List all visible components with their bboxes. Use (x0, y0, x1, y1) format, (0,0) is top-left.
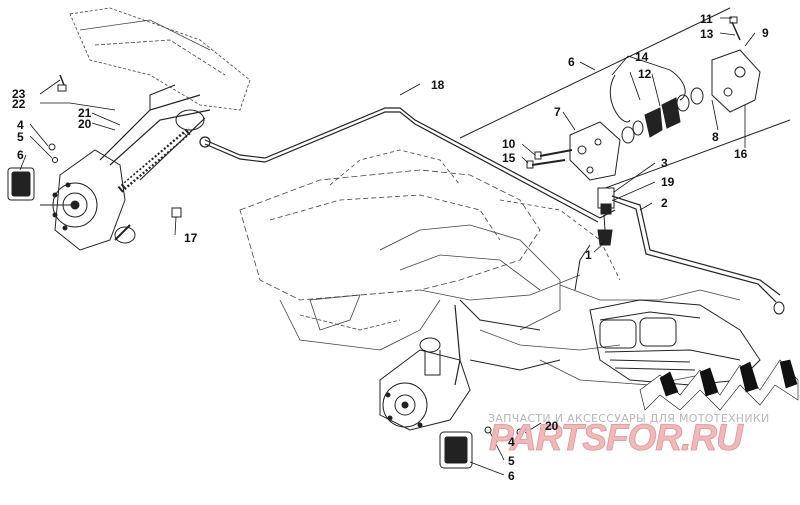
callout-15: 15 (502, 151, 516, 165)
watermark-tagline: ЗАПЧАСТИ И АКСЕССУАРЫ ДЛЯ МОТОТЕХНИКИ (488, 412, 770, 425)
callout-23: 23 (12, 87, 26, 101)
callout-5-lower: 5 (508, 454, 515, 468)
atv-frame-outline (69, 7, 741, 386)
rear-brake-assembly (379, 299, 561, 469)
front-brake-assembly (7, 74, 211, 251)
callout-13: 13 (700, 27, 714, 41)
callout-9: 9 (762, 26, 769, 40)
callout-18: 18 (431, 78, 445, 92)
leader-lines (19, 17, 756, 476)
callout-6-inset: 6 (568, 55, 575, 69)
callout-6: 6 (17, 148, 24, 162)
callout-5: 5 (17, 130, 24, 144)
brake-line (199, 107, 616, 223)
callout-7: 7 (554, 105, 561, 119)
callout-6-lower: 6 (508, 469, 515, 483)
callout-21: 21 (78, 106, 92, 120)
callout-20: 20 (78, 117, 92, 131)
callout-10: 10 (502, 137, 516, 151)
rear-grille (589, 299, 761, 386)
junction-block (574, 187, 785, 315)
caliper-inset (459, 7, 791, 191)
callout-17: 17 (184, 231, 198, 245)
callout-1: 1 (585, 248, 592, 262)
callout-12: 12 (638, 67, 652, 81)
callout-20-lower: 20 (545, 419, 559, 433)
callout-3: 3 (661, 156, 668, 170)
callout-4: 4 (17, 118, 24, 132)
callout-8: 8 (712, 130, 719, 144)
callout-11: 11 (700, 12, 713, 26)
callout-4-lower: 4 (508, 435, 515, 449)
tire-tread (639, 359, 799, 411)
callout-14: 14 (635, 50, 649, 64)
callout-22: 22 (12, 97, 26, 111)
callout-2: 2 (661, 196, 668, 210)
callout-16: 16 (734, 147, 748, 161)
callout-19: 19 (661, 175, 675, 189)
watermark-logo: PARTSFOR.RU (489, 417, 744, 458)
